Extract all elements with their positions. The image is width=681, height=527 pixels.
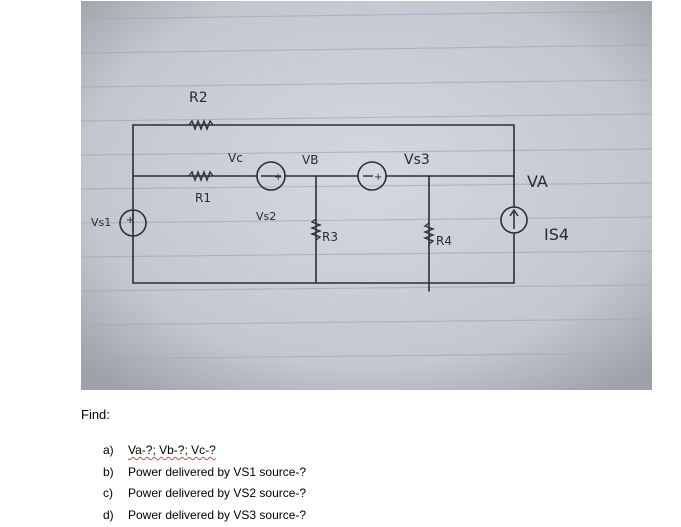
question-letter: c): [103, 486, 113, 500]
vs3-label: Vs3: [404, 152, 430, 168]
question-letter: d): [103, 507, 114, 522]
svg-text:+: +: [274, 172, 282, 183]
question-text: Va-?; Vb-?; Vc-?: [128, 443, 216, 457]
question-text: Power delivered by VS2 source-?: [128, 486, 307, 500]
r4-resistor: [423, 222, 435, 245]
question-item: b) Power delivered by VS1 source-?: [103, 462, 306, 484]
circuit-photo: + + + R2 R1 Vc VB Vs3 VA Vs1 Vs2 R3 R4 I…: [81, 1, 652, 390]
r2-resistor: [188, 119, 214, 131]
question-text: Power delivered by VS1 source-?: [128, 464, 307, 479]
r1-resistor: [188, 170, 214, 182]
paper-background: [81, 1, 652, 390]
question-letter: b): [103, 464, 114, 479]
r3-resistor: [310, 218, 322, 241]
question-letter: a): [103, 443, 114, 457]
question-text: Power delivered by VS3 source-?: [128, 507, 307, 522]
vb-label: VB: [302, 153, 318, 167]
paper-rule-lines: [81, 10, 652, 360]
svg-text:+: +: [374, 172, 382, 183]
va-label: VA: [527, 172, 548, 191]
question-list: a) Va-?; Vb-?; Vc-? b) Power delivered by …: [103, 440, 306, 526]
question-item: c) Power delivered by VS2 source-?: [103, 483, 306, 505]
vc-label: Vc: [228, 151, 243, 165]
question-item: a) Va-?; Vb-?; Vc-?: [103, 440, 306, 462]
r1-label: R1: [195, 191, 211, 205]
question-item: d) Power delivered by VS3 source-?: [103, 505, 306, 527]
is4-label: IS4: [544, 225, 569, 244]
vs2-label: Vs2: [256, 210, 276, 223]
r2-label: R2: [189, 90, 208, 106]
r3-label: R3: [322, 230, 338, 244]
svg-text:+: +: [126, 215, 134, 226]
vs2-source-icon: +: [256, 161, 286, 191]
is4-current-source-icon: [500, 206, 528, 234]
find-heading: Find:: [81, 407, 110, 422]
vs3-source-icon: +: [357, 161, 387, 191]
vs1-source-icon: +: [119, 209, 147, 237]
vs1-label: Vs1: [91, 216, 111, 229]
r4-label: R4: [436, 234, 452, 248]
